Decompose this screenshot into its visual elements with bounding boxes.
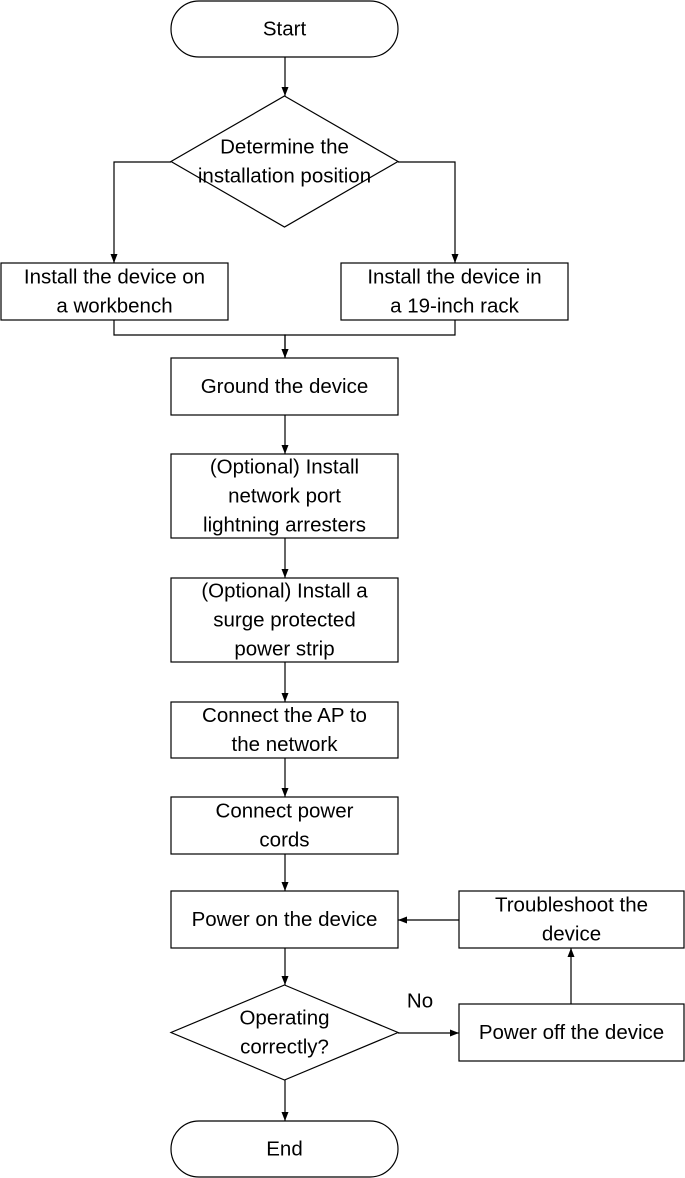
node-install-power-strip: (Optional) Install a surge protected power… <box>170 577 399 663</box>
decision-diamond <box>169 984 400 1081</box>
node-label-line: a 19-inch rack <box>390 295 520 318</box>
process-box <box>0 262 229 321</box>
terminal-shape <box>170 1120 399 1178</box>
node-label-line: Troubleshoot the <box>495 894 648 917</box>
node-label-line: (Optional) Install <box>210 456 359 479</box>
node-label-line: Connect the AP to <box>202 704 367 727</box>
node-determine-position: Determine the installation position <box>169 95 400 228</box>
node-label-line: power strip <box>234 638 334 661</box>
node-label-line: installation position <box>198 165 371 188</box>
node-connect-ap: Connect the AP to the network <box>170 701 399 759</box>
node-label-line: cords <box>259 829 309 852</box>
process-box <box>458 1003 685 1062</box>
edge-start-to-determine-position <box>281 57 289 96</box>
node-label-line: Power on the device <box>192 908 378 931</box>
node-power-on: Power on the device <box>170 890 399 949</box>
edge-install-power-strip-to-connect-ap <box>281 662 289 702</box>
node-label-line: lightning arresters <box>203 514 366 537</box>
node-end: End <box>170 1120 399 1178</box>
arrowhead <box>281 1112 289 1121</box>
node-label-line: End <box>266 1138 302 1161</box>
process-box <box>170 357 399 416</box>
terminal-shape <box>170 0 399 58</box>
arrowhead <box>398 916 407 924</box>
node-install-rack: Install the device in a 19-inch rack <box>340 262 569 321</box>
edge-power-on-to-operating-correctly <box>281 948 289 985</box>
node-label-line: correctly? <box>240 1036 329 1059</box>
node-label-line: Install the device on <box>24 266 205 289</box>
process-box <box>170 890 399 949</box>
node-label-line: Start <box>263 18 307 41</box>
arrowhead <box>281 87 289 96</box>
connector-line <box>113 320 286 358</box>
node-label-line: Operating <box>239 1007 329 1030</box>
process-box <box>170 453 399 539</box>
arrowhead <box>110 254 118 263</box>
arrowhead <box>281 788 289 797</box>
arrowhead <box>281 882 289 891</box>
connector-line <box>284 320 456 358</box>
arrowhead <box>281 569 289 578</box>
edge-troubleshoot-to-power-on <box>398 916 459 924</box>
node-label-line: Power off the device <box>479 1021 664 1044</box>
connector-line <box>113 161 171 263</box>
node-ground-device: Ground the device <box>170 357 399 416</box>
process-box <box>340 262 569 321</box>
edge-operating-correctly-to-power-off <box>398 1029 459 1037</box>
edge-install-arresters-to-install-power-strip <box>281 538 289 578</box>
node-power-off: Power off the device <box>458 1003 685 1062</box>
connector-line <box>398 161 456 263</box>
edge-connect-power-cords-to-power-on <box>281 854 289 891</box>
edge-install-rack-to-ground-device <box>281 320 456 358</box>
node-troubleshoot: Troubleshoot the device <box>458 890 685 949</box>
arrowhead <box>451 254 459 263</box>
edge-operating-correctly-to-end <box>281 1080 289 1121</box>
edge-ground-device-to-install-arresters <box>281 415 289 454</box>
node-install-workbench: Install the device on a workbench <box>0 262 229 321</box>
node-label-line: a workbench <box>56 295 172 318</box>
node-label-line: (Optional) Install a <box>201 580 368 603</box>
node-install-arresters: (Optional) Install network port lightning … <box>170 453 399 539</box>
edge-label: No <box>407 990 433 1013</box>
node-operating-correctly: Operating correctly? <box>169 984 400 1081</box>
node-label-line: network port <box>228 485 341 508</box>
process-box <box>170 796 399 855</box>
arrowhead <box>281 693 289 702</box>
node-label-line: device <box>542 923 601 946</box>
node-label-line: Connect power <box>216 800 354 823</box>
node-label-line: Install the device in <box>367 266 541 289</box>
node-connect-power-cords: Connect power cords <box>170 796 399 855</box>
edge-determine-position-to-install-rack <box>398 161 459 263</box>
arrowhead <box>567 948 575 957</box>
node-start: Start <box>170 0 399 58</box>
node-label-line: surge protected <box>213 609 355 632</box>
arrowhead <box>281 976 289 985</box>
arrowhead <box>281 445 289 454</box>
edge-install-workbench-to-ground-device <box>113 320 289 358</box>
edge-power-off-to-troubleshoot <box>567 948 575 1004</box>
edge-labels-layer: No <box>407 990 433 1013</box>
decision-diamond <box>169 95 400 228</box>
process-box <box>458 890 685 949</box>
process-box <box>170 701 399 759</box>
arrowhead <box>450 1029 459 1037</box>
edge-determine-position-to-install-workbench <box>110 161 171 263</box>
node-label-line: the network <box>232 733 339 756</box>
arrowhead <box>281 349 289 358</box>
node-label-line: Ground the device <box>201 375 369 398</box>
edges-layer <box>110 57 575 1121</box>
edge-connect-ap-to-connect-power-cords <box>281 758 289 797</box>
node-label-line: Determine the <box>220 136 349 159</box>
process-box <box>170 577 399 663</box>
